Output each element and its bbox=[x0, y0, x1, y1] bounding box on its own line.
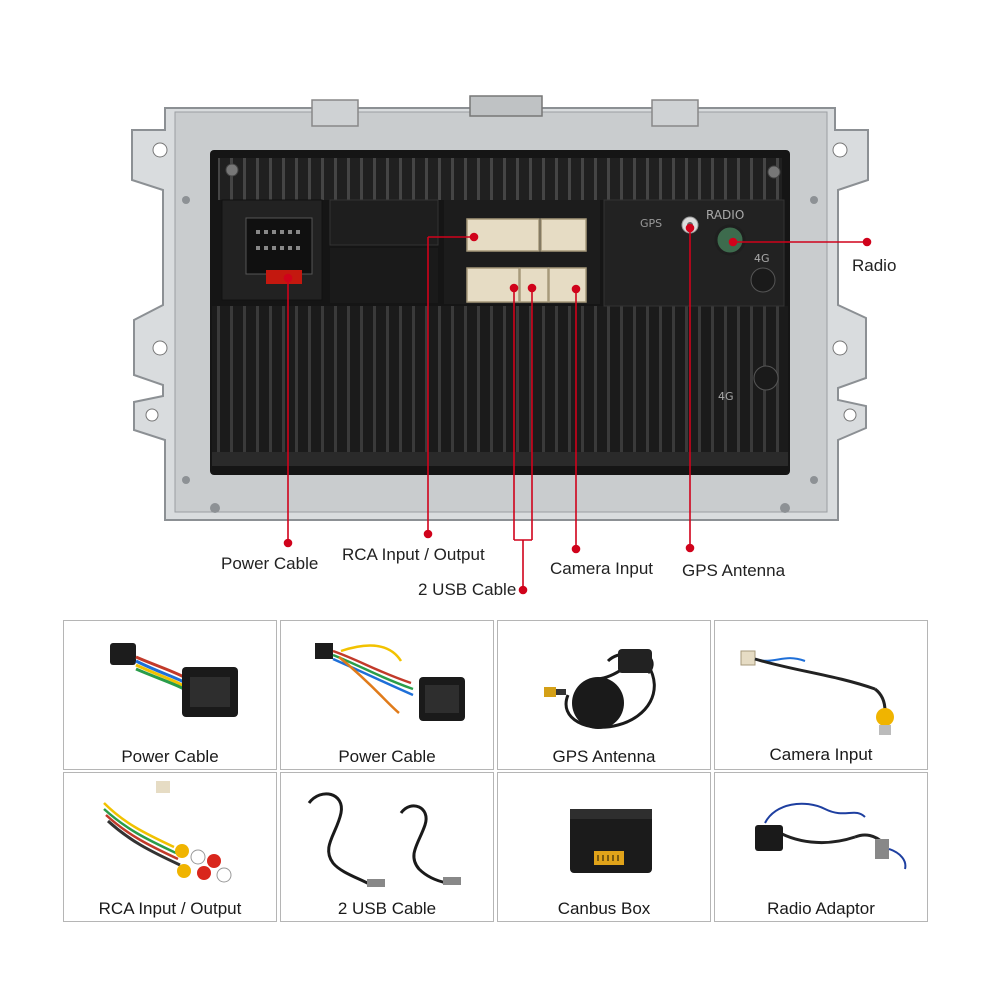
callout-lines bbox=[283, 223, 872, 595]
accessory-card: Radio Adaptor bbox=[714, 772, 928, 922]
accessory-label: 2 USB Cable bbox=[337, 899, 437, 918]
radio-port-text: RADIO bbox=[706, 208, 744, 222]
callout-camera: Camera Input bbox=[550, 559, 653, 578]
gps-antenna-icon bbox=[544, 649, 656, 729]
callout-radio: Radio bbox=[852, 256, 897, 275]
wiring-harness-icon bbox=[315, 643, 465, 721]
chassis bbox=[210, 150, 790, 475]
connector-panel: GPS RADIO 4G 4G bbox=[221, 199, 785, 403]
accessory-card: Power Cable bbox=[280, 620, 494, 770]
accessory-card: Power Cable bbox=[63, 620, 277, 770]
accessory-label: Canbus Box bbox=[557, 899, 651, 918]
accessory-card: 2 USB Cable bbox=[280, 772, 494, 922]
radio-adaptor-icon bbox=[755, 802, 907, 870]
head-unit-rear-view: GPS RADIO 4G 4G bbox=[131, 95, 897, 599]
accessory-label: RCA Input / Output bbox=[98, 899, 242, 918]
rca-camera-cable-icon bbox=[740, 650, 894, 735]
accessory-card: Camera Input bbox=[714, 620, 928, 770]
usb-cable-icon bbox=[307, 792, 461, 887]
callout-gps: GPS Antenna bbox=[682, 561, 786, 580]
accessory-label: Power Cable bbox=[338, 747, 436, 766]
accessory-card: GPS Antenna bbox=[497, 620, 711, 770]
callout-usb: 2 USB Cable bbox=[418, 580, 517, 599]
head-unit-illustration: GPS RADIO 4G 4G bbox=[131, 95, 872, 595]
accessory-label: GPS Antenna bbox=[552, 747, 656, 766]
fourg-port-text-2: 4G bbox=[718, 390, 734, 403]
accessory-label: Radio Adaptor bbox=[767, 899, 875, 918]
accessory-card: RCA Input / Output bbox=[63, 772, 277, 922]
accessory-label: Camera Input bbox=[769, 745, 873, 764]
fourg-port-text: 4G bbox=[754, 252, 770, 265]
accessory-label: Power Cable bbox=[121, 747, 219, 766]
callout-power-cable: Power Cable bbox=[221, 554, 319, 573]
iso-harness-icon bbox=[110, 643, 238, 717]
gps-port-text: GPS bbox=[640, 217, 662, 230]
callout-rca: RCA Input / Output bbox=[342, 545, 485, 564]
accessory-card: Canbus Box bbox=[497, 772, 711, 922]
canbus-box-icon bbox=[570, 809, 652, 873]
rca-cable-bundle-icon bbox=[103, 781, 232, 883]
